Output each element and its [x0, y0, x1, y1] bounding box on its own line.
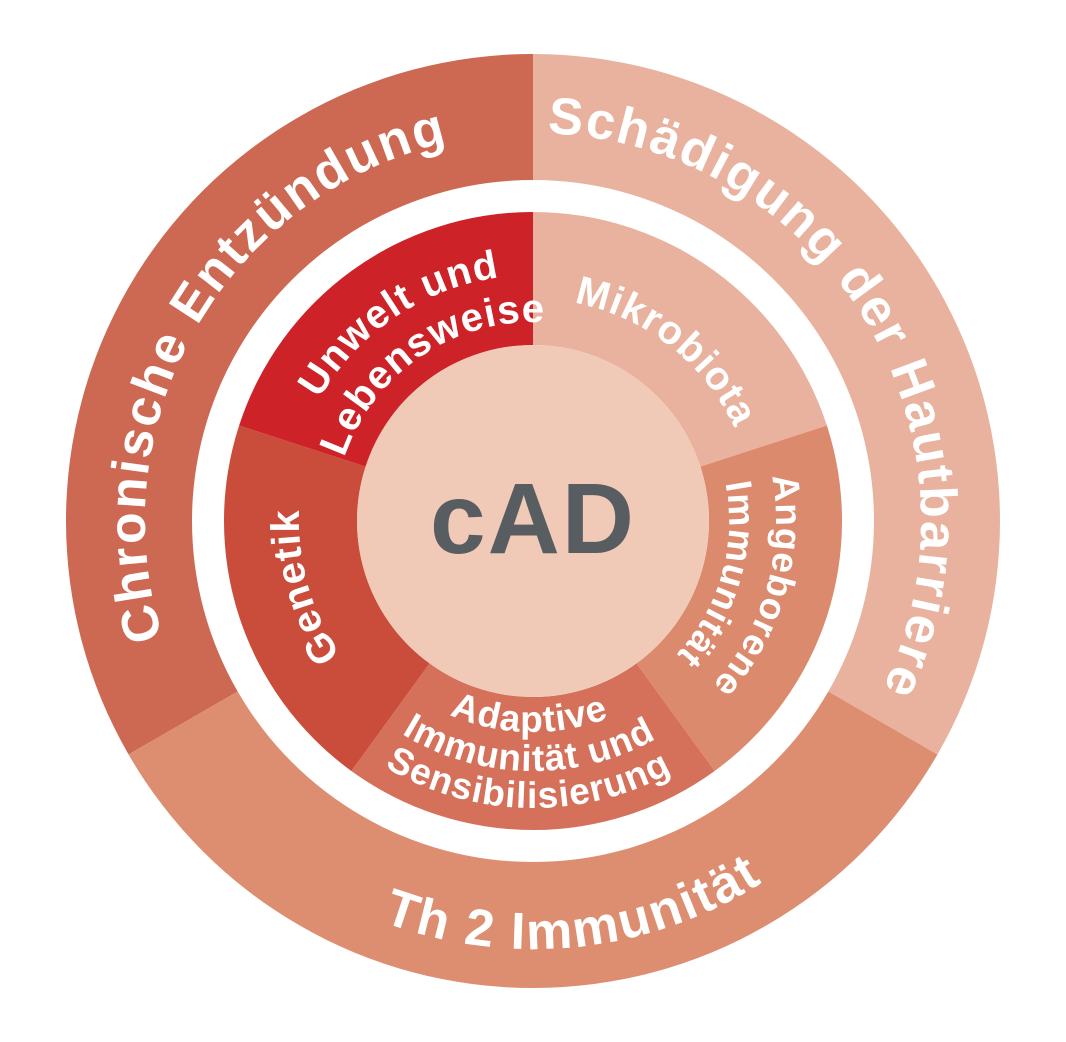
center-circle: [357, 345, 709, 697]
inner-ring-segment-genetik: [223, 425, 430, 771]
inner-ring-segment-unwelt-und-lebensweise: [239, 212, 533, 467]
inner-ring-segment-mikrobiota: [533, 212, 827, 467]
inner-ring-segment-angeborene-immunitaet: [636, 425, 843, 771]
center-label: cAD: [430, 463, 636, 575]
outer-ring-segment-th2-immunitaet: [128, 691, 938, 988]
inner-ring-segment-adaptive-immunitaet-sensibilisierung: [351, 663, 715, 831]
outer-ring: [66, 54, 1000, 988]
inner-ring: [223, 212, 843, 831]
outer-ring-segment-schaedigung-der-hautbarriere: [533, 54, 1000, 755]
outer-ring-segment-chronische-entzuendung: [66, 54, 534, 755]
